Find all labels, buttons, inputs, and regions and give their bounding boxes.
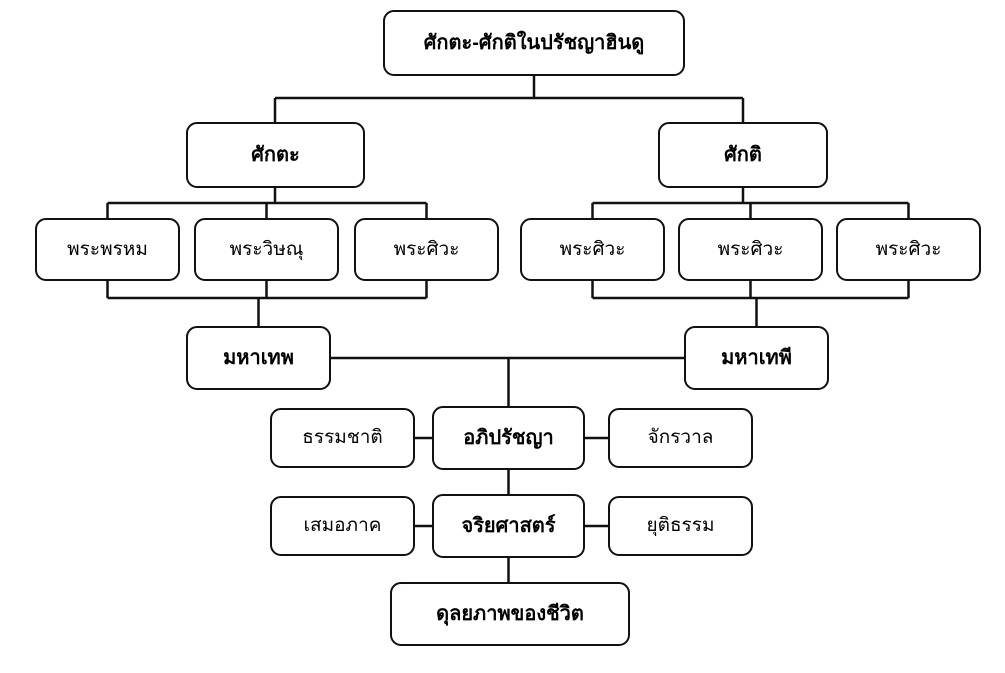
node-brahma: พระพรหม	[35, 218, 180, 281]
node-shiva-right-1: พระศิวะ	[520, 218, 665, 281]
node-vishnu: พระวิษณุ	[194, 218, 339, 281]
node-mahadeva: มหาเทพ	[186, 326, 331, 390]
edge-left-converge	[106, 281, 428, 326]
node-shiva-right-2: พระศิวะ	[678, 218, 823, 281]
edge-bridge-metaphysics	[331, 356, 684, 406]
node-shiva-right-3: พระศิวะ	[836, 218, 981, 281]
node-shiva-left: พระศิวะ	[354, 218, 499, 281]
node-mahadevi: มหาเทพี	[684, 326, 829, 390]
edge-shakti-children	[591, 188, 910, 218]
node-root: ศักตะ-ศักติในปรัชญาฮินดู	[383, 10, 685, 76]
node-justice: ยุติธรรม	[608, 496, 753, 556]
node-nature: ธรรมชาติ	[270, 408, 415, 468]
node-shakta: ศักตะ	[186, 122, 365, 188]
node-universe: จักรวาล	[608, 408, 753, 468]
node-metaphysics: อภิปรัชญา	[432, 406, 585, 470]
node-equality: เสมอภาค	[270, 496, 415, 556]
edge-root-children	[273, 76, 745, 122]
node-shakti: ศักติ	[658, 122, 828, 188]
node-life-balance: ดุลยภาพของชีวิต	[390, 582, 630, 646]
edge-shakta-children	[106, 188, 428, 218]
node-ethics: จริยศาสตร์	[432, 494, 585, 558]
edge-right-converge	[591, 281, 910, 326]
